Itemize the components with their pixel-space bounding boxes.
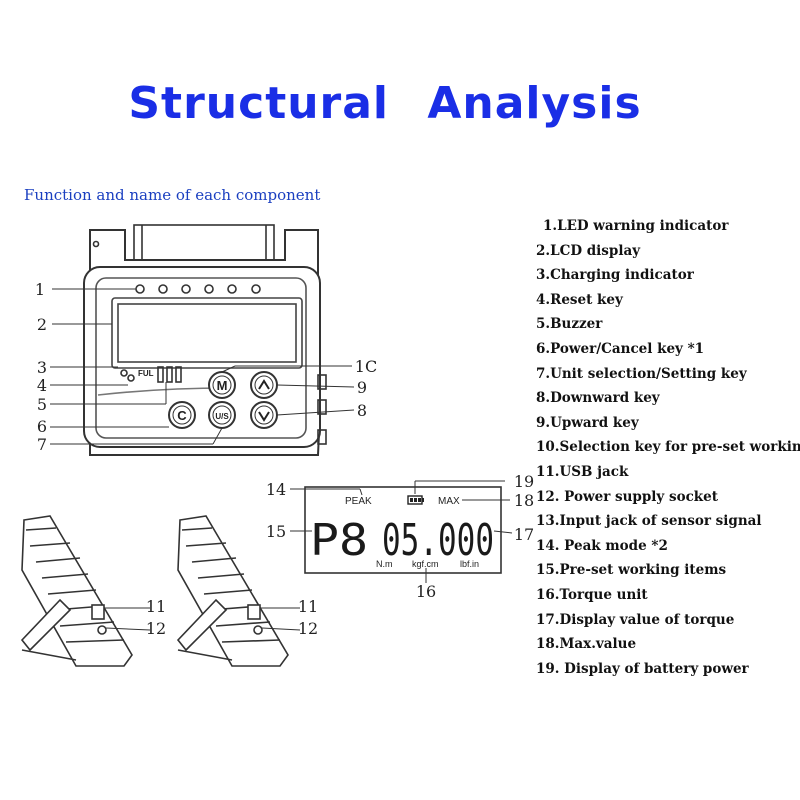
legend-item: 2.LCD display	[536, 242, 641, 259]
lcd-item-display: P8	[310, 515, 368, 566]
page-subtitle: Function and name of each component	[24, 186, 321, 204]
key-m: M	[208, 371, 236, 399]
callout-17: 17	[514, 525, 534, 544]
chevron-up-icon	[258, 379, 270, 390]
callout-1: 1	[35, 280, 45, 299]
key-c-label: C	[177, 408, 187, 423]
side-view-right	[176, 515, 301, 667]
lcd-unit-kgf: kgf.cm	[412, 559, 439, 569]
legend-item: 14. Peak mode *2	[536, 537, 668, 554]
lcd-max-label: MAX	[438, 496, 460, 507]
callout-5: 5	[37, 395, 47, 414]
led-indicators	[135, 284, 261, 294]
legend-item: 5.Buzzer	[536, 316, 603, 333]
front-callout-numbers: 1 2 3 4 5 6 7 8 9 1C	[35, 280, 377, 454]
key-us: U/S	[208, 401, 236, 429]
callout-8: 8	[357, 401, 367, 420]
component-legend: 1.LED warning indicator 2.LCD display 3.…	[536, 214, 800, 681]
legend-item: 3.Charging indicator	[536, 267, 694, 284]
callout-11-right: 11	[298, 597, 318, 616]
key-down	[250, 401, 278, 429]
callout-9: 9	[357, 378, 367, 397]
callout-16: 16	[416, 582, 436, 601]
legend-item: 1.LED warning indicator	[543, 218, 729, 234]
device-front-view	[83, 224, 327, 456]
page-title: Structural Analysis	[128, 78, 642, 129]
callout-15: 15	[266, 522, 286, 541]
front-callout-lines	[50, 288, 355, 445]
legend-item: 13.Input jack of sensor signal	[536, 513, 762, 530]
key-us-label: U/S	[215, 412, 229, 421]
legend-item: 15.Pre-set working items	[536, 562, 727, 579]
lcd-detail: PEAK MAX P8 05.000 N.m kgf.cm lbf.in	[304, 486, 502, 574]
callout-4: 4	[37, 376, 47, 395]
callout-2: 2	[37, 315, 47, 334]
key-c: C	[168, 401, 196, 429]
legend-item: 9.Upward key	[536, 414, 639, 431]
legend-item: 17.Display value of torque	[536, 611, 735, 628]
ful-label: FUL	[138, 369, 154, 378]
lcd-unit-nm: N.m	[376, 559, 393, 569]
lcd-callout-lines	[290, 480, 513, 583]
legend-item: 11.USB jack	[536, 463, 629, 480]
callout-11-left: 11	[146, 597, 166, 616]
legend-item: 6.Power/Cancel key *1	[536, 340, 705, 357]
callout-14: 14	[266, 480, 286, 499]
lcd-value-display: 05.000	[382, 515, 494, 566]
legend-item: 19. Display of battery power	[536, 660, 749, 677]
legend-item: 8.Downward key	[536, 390, 660, 407]
side-view-left	[20, 515, 151, 667]
key-up	[250, 371, 278, 399]
legend-item: 18.Max.value	[536, 636, 637, 653]
callout-10: 1C	[355, 357, 377, 376]
callout-6: 6	[37, 417, 47, 436]
legend-item: 7.Unit selection/Setting key	[536, 365, 747, 382]
callout-18: 18	[514, 491, 534, 510]
callout-12-right: 12	[298, 619, 318, 638]
lcd-peak-label: PEAK	[345, 496, 372, 507]
battery-icon	[407, 495, 424, 505]
legend-item: 4.Reset key	[536, 291, 623, 308]
callout-12-left: 12	[146, 619, 166, 638]
callout-3: 3	[37, 358, 47, 377]
legend-item: 12. Power supply socket	[536, 488, 718, 505]
side-callout-numbers: 11 12 11 12	[146, 597, 318, 638]
lcd-callout-numbers: 14 15 16 17 18 19	[266, 472, 534, 601]
legend-item: 10.Selection key for pre-set workin	[536, 439, 800, 456]
legend-item: 16.Torque unit	[536, 586, 648, 603]
key-m-label: M	[217, 378, 228, 393]
chevron-down-icon	[258, 411, 270, 422]
callout-19: 19	[514, 472, 534, 491]
callout-7: 7	[37, 435, 47, 454]
lcd-unit-lbf: lbf.in	[460, 559, 479, 569]
